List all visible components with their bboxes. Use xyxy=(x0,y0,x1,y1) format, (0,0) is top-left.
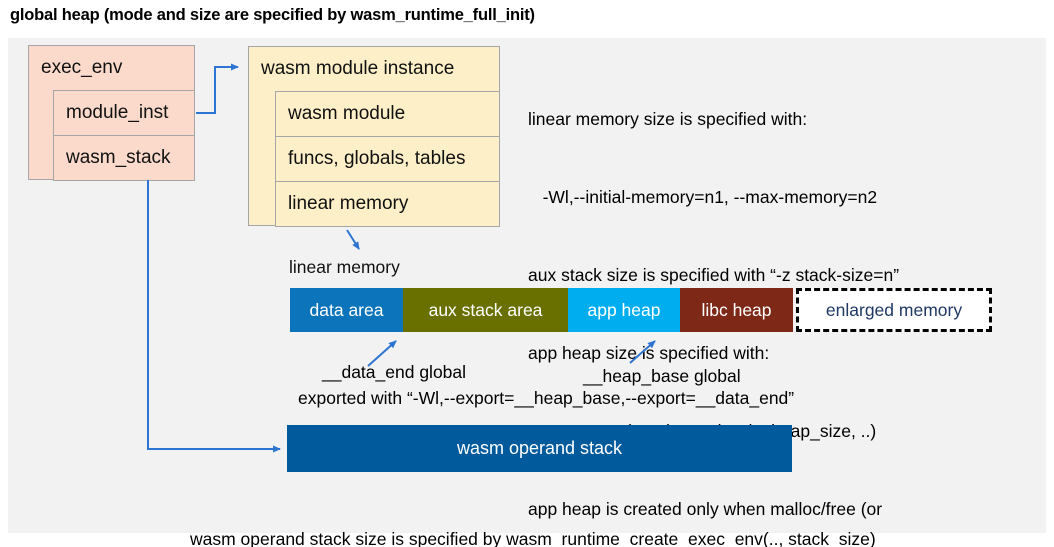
segment-app-heap: app heap xyxy=(568,288,680,332)
note-line: wasm operand stack size is specified by … xyxy=(190,529,876,547)
exec-env-box: exec_env module_inst wasm_stack xyxy=(28,45,195,181)
enlarged-memory-box: enlarged memory xyxy=(796,288,992,332)
linear-memory-row: linear memory xyxy=(275,181,500,227)
annotation-exported: exported with “-Wl,--export=__heap_base,… xyxy=(298,388,795,408)
linear-memory-row-label: linear memory xyxy=(288,193,409,214)
segment-app-heap-label: app heap xyxy=(587,299,661,320)
segment-libc-heap-label: libc heap xyxy=(701,299,772,320)
note-line: -Wl,--initial-memory=n1, --max-memory=n2 xyxy=(528,187,878,207)
note-line: app heap is created only when malloc/fre… xyxy=(528,499,883,519)
operand-stack-notes: wasm operand stack size is specified by … xyxy=(190,479,876,547)
note-line: linear memory size is specified with: xyxy=(528,109,808,129)
wasm-module-label: wasm module xyxy=(288,103,406,124)
funcs-globals-tables-row: funcs, globals, tables xyxy=(275,136,500,182)
note-line: aux stack size is specified with “-z sta… xyxy=(528,265,900,285)
operand-stack-label: wasm operand stack xyxy=(456,438,623,458)
segment-libc-heap: libc heap xyxy=(680,288,793,332)
page-title: global heap (mode and size are specified… xyxy=(10,6,535,24)
module-inst-label: module_inst xyxy=(66,102,169,123)
module-instance-box: wasm module instance wasm module funcs, … xyxy=(248,46,500,227)
segment-data-area-label: data area xyxy=(309,299,384,320)
segment-aux-stack-area: aux stack area xyxy=(403,288,568,332)
segment-data-area: data area xyxy=(290,288,403,332)
wasm-stack-box: wasm_stack xyxy=(53,135,195,181)
annotation-data-end: __data_end global xyxy=(322,362,467,382)
funcs-globals-tables-label: funcs, globals, tables xyxy=(288,148,466,169)
exec-env-title: exec_env xyxy=(41,57,123,78)
annotation-heap-base: __heap_base global xyxy=(583,366,741,386)
note-line: app heap size is specified with: xyxy=(528,343,770,363)
module-inst-box: module_inst xyxy=(53,90,195,136)
wasm-module-row: wasm module xyxy=(275,91,500,137)
module-instance-title: wasm module instance xyxy=(261,58,455,79)
segment-aux-stack-area-label: aux stack area xyxy=(428,299,543,320)
wasm-stack-label: wasm_stack xyxy=(66,147,171,168)
linear-memory-label: linear memory xyxy=(289,257,400,277)
enlarged-memory-label: enlarged memory xyxy=(825,299,963,320)
operand-stack-bar: wasm operand stack xyxy=(287,425,792,472)
